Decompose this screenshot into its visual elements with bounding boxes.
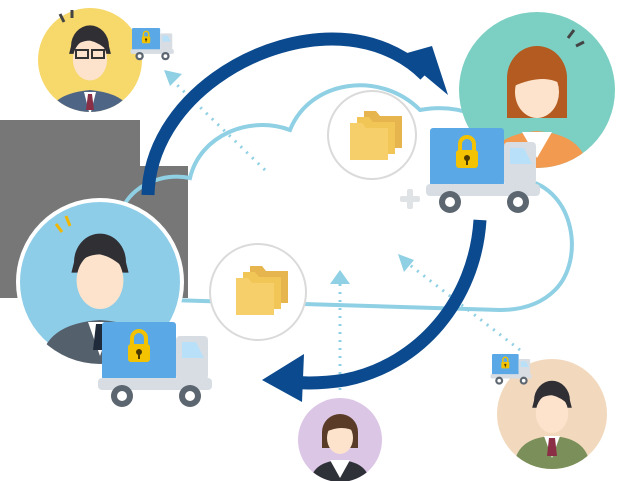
folders-icon [236, 266, 288, 315]
notice-lines-icon [58, 10, 74, 23]
truck-icon [129, 27, 175, 62]
notice-lines-icon [54, 215, 72, 233]
speech-bubble-icon [209, 243, 307, 341]
notice-lines-icon [566, 29, 585, 48]
person-avatar-icon [497, 359, 607, 469]
speech-bubble-icon [327, 90, 417, 180]
person-avatar-icon [38, 8, 142, 112]
truck-icon [96, 320, 214, 409]
cycle-arrowhead-bottom [262, 354, 304, 402]
plus-icon [400, 189, 420, 209]
dotted-arrow-heads [164, 70, 414, 284]
person-avatar-icon [298, 398, 382, 481]
dotted-arrow-icon [170, 78, 521, 390]
folders-icon [350, 111, 402, 160]
cycle-arrow-icon [141, 32, 487, 390]
cycle-arrowhead-top [400, 46, 448, 95]
